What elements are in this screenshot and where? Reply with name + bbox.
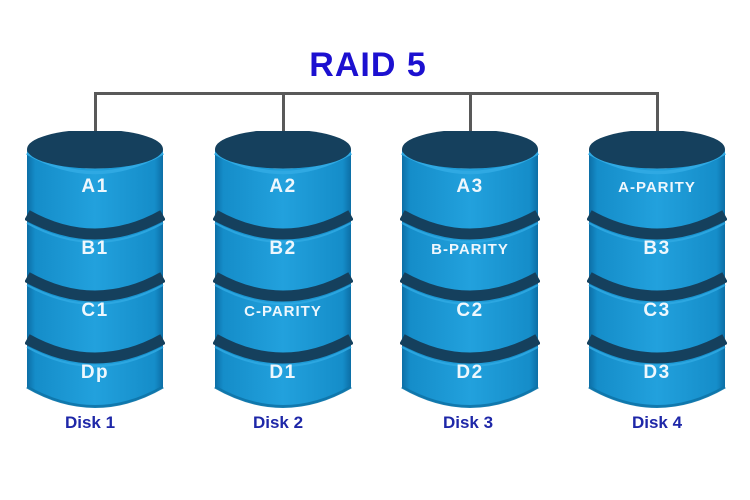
disk-cylinder-body: [589, 149, 725, 408]
segment-rim: [26, 284, 164, 305]
disk-2-caption: Disk 2: [252, 413, 304, 432]
bus-line: [95, 92, 658, 95]
disk-block-label: A2: [269, 176, 296, 197]
disk-block-label: B3: [643, 238, 670, 259]
segment-rim: [588, 346, 726, 367]
disk-2: A2 B2 C-PARITY D1: [212, 129, 354, 423]
segment-rim: [588, 284, 726, 305]
disk-cylinder-body: [27, 149, 163, 408]
disk-3-caption: Disk 3: [442, 413, 494, 432]
segment-divider: [586, 272, 728, 302]
segment-divider: [212, 272, 354, 302]
segment-divider: [24, 334, 166, 364]
segment-rim: [214, 222, 352, 243]
disk-block-label: C3: [643, 300, 670, 321]
disk-cylinder-body: [215, 149, 351, 408]
disk-block-label: A3: [456, 176, 483, 197]
drop-line-disk3: [469, 92, 472, 150]
disk-1-caption: Disk 1: [64, 413, 116, 432]
drop-line-disk1: [94, 92, 97, 150]
drop-line-disk4: [656, 92, 659, 150]
disk-block-label: D3: [643, 362, 670, 383]
drop-line-disk2: [282, 92, 285, 150]
disk-bottom-rim: [401, 385, 539, 408]
segment-divider: [399, 334, 541, 364]
segment-rim: [588, 222, 726, 243]
disk-bottom-rim: [26, 385, 164, 408]
disk-block-label: C2: [456, 300, 483, 321]
disk-block-label: D2: [456, 362, 483, 383]
disk-4: A-PARITY B3 C3 D3: [586, 129, 728, 423]
segment-divider: [586, 210, 728, 240]
disk-3-cylinder: A3 B-PARITY C2 D2: [399, 129, 541, 408]
disk-block-label: B1: [81, 238, 108, 259]
segment-rim: [401, 222, 539, 243]
segment-divider: [399, 272, 541, 302]
segment-divider: [586, 334, 728, 364]
disk-block-label: B2: [269, 238, 296, 259]
disk-block-label: A1: [81, 176, 108, 197]
segment-divider: [212, 334, 354, 364]
segment-divider: [24, 210, 166, 240]
disk-1-cylinder: A1 B1 C1 Dp: [24, 129, 166, 408]
segment-divider: [24, 272, 166, 302]
segment-rim: [26, 346, 164, 367]
disk-block-label: Dp: [81, 362, 109, 383]
disk-top-ellipse: [402, 129, 538, 169]
disk-top-ellipse: [215, 129, 351, 169]
diagram-title: RAID 5: [309, 46, 427, 84]
disk-block-label: C1: [81, 300, 108, 321]
disk-4-caption: Disk 4: [631, 413, 683, 432]
disk-block-label: B-PARITY: [431, 241, 509, 258]
disk-cylinder-body: [402, 149, 538, 408]
disk-block-label: C-PARITY: [244, 303, 322, 320]
disk-3: A3 B-PARITY C2 D2: [399, 129, 541, 423]
segment-divider: [212, 210, 354, 240]
segment-divider: [399, 210, 541, 240]
segment-rim: [26, 222, 164, 243]
disk-top-ellipse: [589, 129, 725, 169]
segment-rim: [401, 346, 539, 367]
segment-rim: [214, 346, 352, 367]
disk-block-label: D1: [269, 362, 296, 383]
disk-block-label: A-PARITY: [618, 179, 696, 196]
segment-rim: [214, 284, 352, 305]
disk-4-cylinder: A-PARITY B3 C3 D3: [586, 129, 728, 408]
disk-bottom-rim: [588, 385, 726, 408]
disk-bottom-rim: [214, 385, 352, 408]
disk-top-ellipse: [27, 129, 163, 169]
segment-rim: [401, 284, 539, 305]
disk-1: A1 B1 C1 Dp: [24, 129, 166, 423]
disk-2-cylinder: A2 B2 C-PARITY D1: [212, 129, 354, 408]
